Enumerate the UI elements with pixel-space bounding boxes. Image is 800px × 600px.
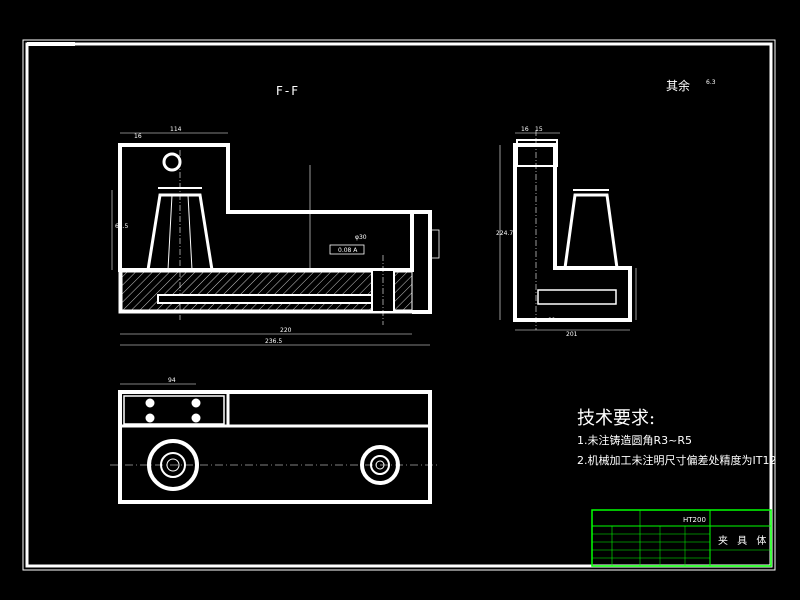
plan-view (110, 383, 440, 504)
front-right-block (412, 210, 432, 314)
title-block (591, 509, 772, 567)
front-base-slot (157, 294, 375, 304)
tech-requirement-1: 1.未注铸造圆角R3~R5 (577, 434, 692, 447)
front-section-view (111, 132, 440, 346)
tech-requirement-2: 2.机械加工未注明尺寸偏差处精度为IT12 (577, 454, 777, 467)
side-view (499, 130, 637, 331)
dim-front-height: 61.5 (115, 223, 129, 230)
front-base-section (121, 271, 413, 311)
dim-side-top2: 15 (535, 126, 543, 133)
tech-requirements-title: 技术要求: (577, 408, 656, 429)
dim-front-left-offset: 16 (134, 133, 142, 140)
dim-side-top1: 16 (521, 126, 529, 133)
gdt-frame (329, 244, 365, 255)
section-label: F-F (276, 84, 301, 98)
front-top-hole (162, 152, 182, 172)
side-base-pocket (537, 289, 617, 305)
inner-frame (25, 42, 773, 568)
dim-side-base: 201 (566, 331, 578, 338)
dim-gdt: 0.08 A (338, 247, 358, 254)
gdt-frame-right (430, 229, 440, 259)
dim-front-top-width: 114 (170, 126, 182, 133)
dim-plan: 94 (168, 377, 176, 384)
front-base-outline (118, 270, 430, 314)
front-outline (118, 143, 414, 272)
outer-frame (22, 39, 776, 571)
plan-outline (118, 390, 432, 504)
plan-hole-2 (191, 398, 201, 408)
finish-value: 6.3 (706, 79, 716, 86)
title-block-frame (591, 509, 772, 567)
side-outline (513, 143, 632, 322)
side-rib (563, 193, 619, 269)
dim-side-height: 224.7 (496, 230, 513, 237)
dim-side-base2: 91 (548, 317, 556, 324)
plan-boss-frame (123, 395, 225, 425)
plan-hole-3 (145, 413, 155, 423)
front-rib-inner (167, 194, 193, 271)
surface-finish-note: 其余 (666, 79, 691, 93)
plan-hole-4 (191, 413, 201, 423)
dimension-labels: 114 16 236.5 220 61.5 φ30 0.08 A 224.7 2… (115, 79, 716, 384)
dim-front-inner-width: 220 (280, 327, 292, 334)
side-top-boss (516, 139, 558, 167)
title-block-name: 夹 具 体 (718, 536, 770, 547)
dim-front-total-width: 236.5 (265, 338, 282, 345)
dim-bore: φ30 (355, 234, 367, 241)
plan-hole-1 (145, 398, 155, 408)
title-block-material: HT200 (683, 516, 706, 524)
